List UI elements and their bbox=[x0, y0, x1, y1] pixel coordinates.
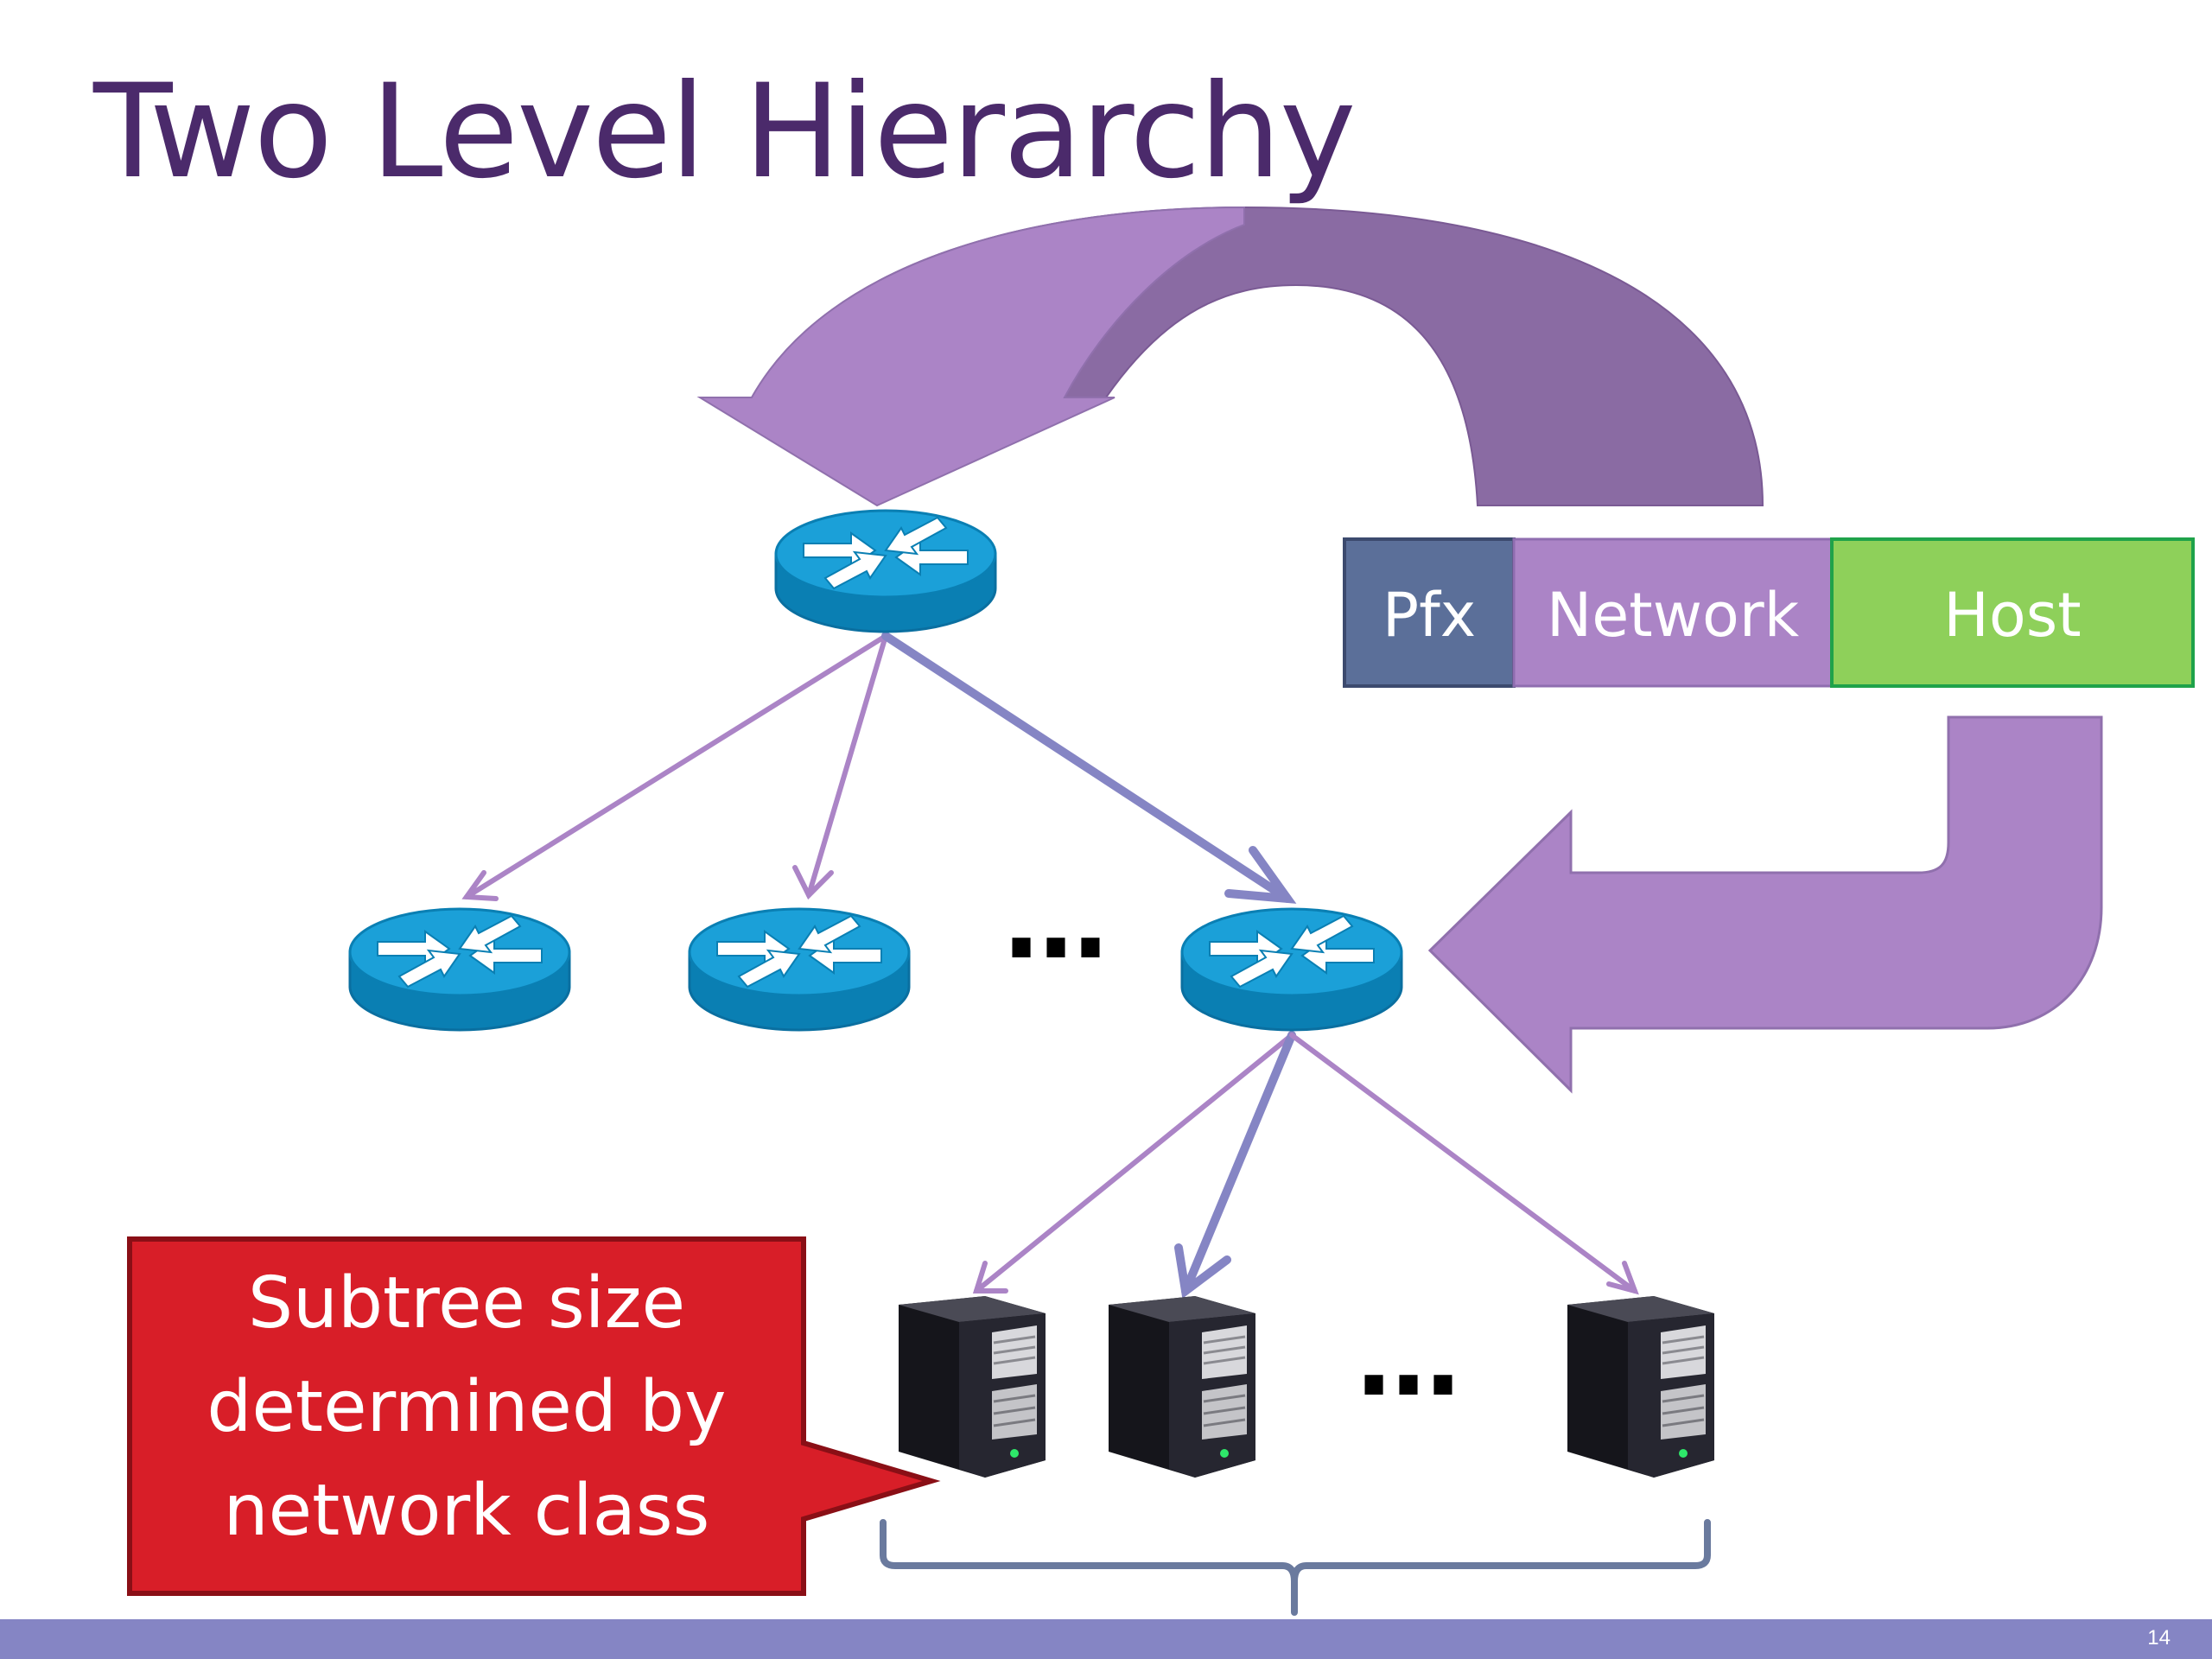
router-icon-2 bbox=[688, 907, 911, 1032]
host-ellipsis: … bbox=[1357, 1300, 1460, 1420]
server-tower-icon-3 bbox=[1567, 1296, 1714, 1478]
slide-number: 14 bbox=[2147, 1626, 2171, 1649]
callout-box bbox=[127, 1236, 941, 1596]
curved-arrow-top-head bbox=[696, 206, 1245, 507]
server-tower-icon-1 bbox=[899, 1296, 1046, 1478]
host-edges bbox=[972, 1031, 1639, 1299]
slide-title: Two Level Hierarchy bbox=[93, 57, 1357, 207]
server-tower-icon-2 bbox=[1109, 1296, 1255, 1478]
elbow-arrow-right bbox=[1427, 715, 2103, 1094]
host-field bbox=[1830, 537, 2195, 688]
router-icon-top bbox=[774, 509, 997, 633]
network-label: Network bbox=[1547, 580, 1800, 651]
address-format-bar: Pfx Network Host bbox=[1343, 537, 2195, 688]
host-label: Host bbox=[1943, 580, 2081, 651]
pfx-field bbox=[1343, 537, 1516, 688]
footer-bar: 14 bbox=[0, 1619, 2212, 1659]
hosts-brace bbox=[880, 1519, 1711, 1616]
router-icon-1 bbox=[348, 907, 571, 1032]
router-ellipsis: … bbox=[1004, 862, 1108, 982]
network-field bbox=[1512, 537, 1834, 688]
callout-line-1: Subtree size bbox=[248, 1262, 685, 1344]
callout-line-3: network class bbox=[224, 1470, 710, 1552]
router-edges bbox=[461, 632, 1297, 904]
callout-line-2: determined by bbox=[207, 1366, 726, 1448]
pfx-label: Pfx bbox=[1382, 580, 1476, 651]
router-icon-routing bbox=[1180, 907, 1403, 1032]
